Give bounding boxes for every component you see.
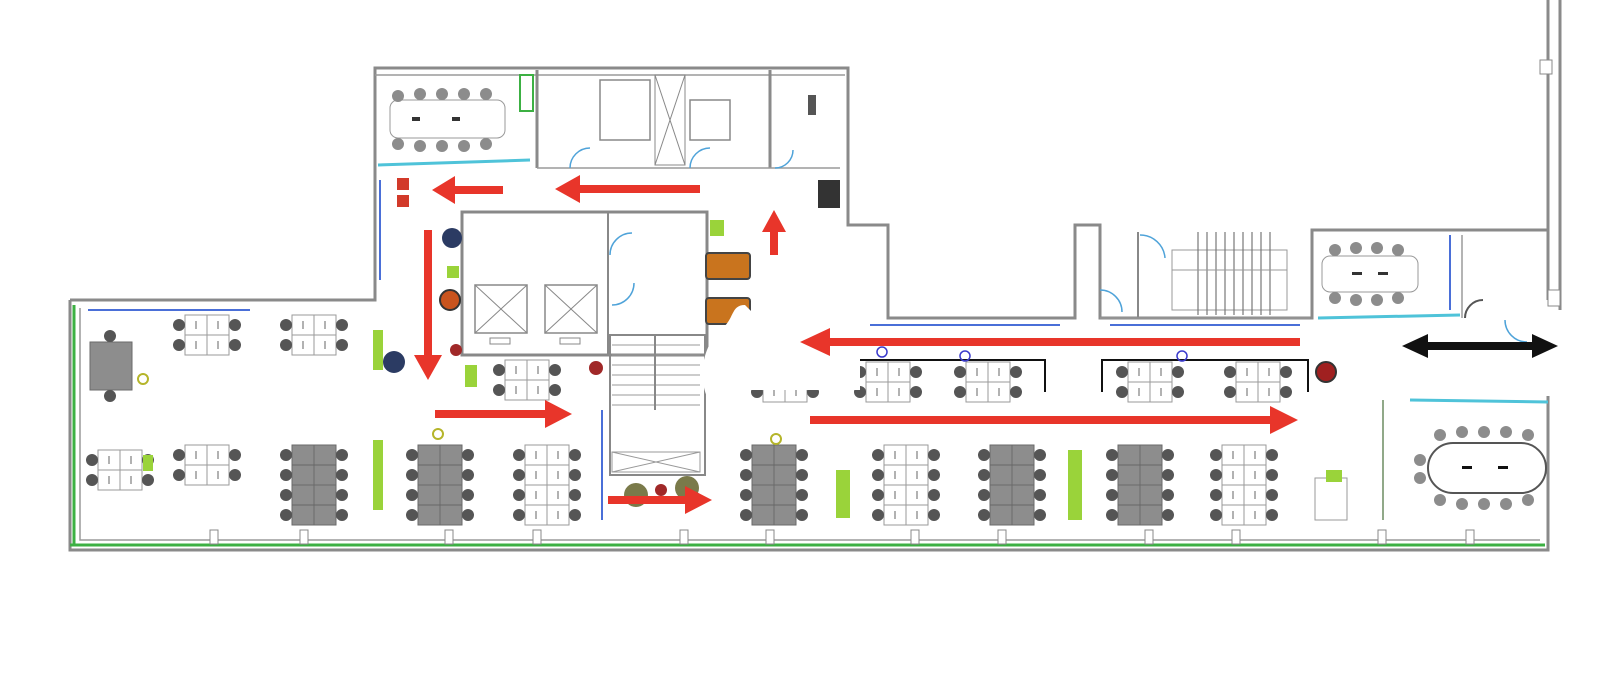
plant-icon bbox=[373, 440, 383, 510]
plant-icon bbox=[143, 455, 153, 471]
exterior-walls bbox=[68, 0, 1562, 552]
elevator-core bbox=[460, 210, 709, 357]
arrow-right-icon bbox=[810, 406, 1298, 434]
two-way-arrow-icon bbox=[1402, 334, 1558, 358]
arrow-left-icon bbox=[555, 175, 700, 203]
plants bbox=[143, 220, 1342, 520]
glass-partitions bbox=[88, 180, 1549, 520]
plant-icon bbox=[465, 365, 477, 387]
meeting-table-oval bbox=[1414, 426, 1547, 510]
meeting-table-top-right bbox=[1317, 235, 1528, 343]
plant-icon bbox=[1326, 470, 1342, 482]
center-occlusion bbox=[702, 254, 872, 420]
arrow-right-icon bbox=[608, 486, 712, 514]
east-stairs bbox=[1099, 232, 1310, 319]
arrow-down-icon bbox=[414, 230, 442, 380]
column-marks bbox=[209, 529, 1475, 545]
plant-icon bbox=[1068, 450, 1082, 520]
arrow-left-icon bbox=[800, 328, 1300, 356]
arrow-up-icon bbox=[762, 210, 786, 255]
plant-icon bbox=[710, 220, 724, 236]
workstations-north bbox=[89, 314, 1293, 403]
stairs-icon bbox=[609, 334, 706, 476]
arrow-right-icon bbox=[435, 400, 572, 428]
top-rooms bbox=[375, 70, 845, 169]
plant-icon bbox=[447, 266, 459, 278]
plant-icon bbox=[836, 470, 850, 518]
circulation-arrows bbox=[414, 175, 1558, 514]
meeting-table-top-left bbox=[389, 88, 506, 152]
arrow-left-icon bbox=[432, 176, 503, 204]
plant-icon bbox=[373, 330, 383, 370]
workstations-south bbox=[85, 444, 1348, 526]
elevator-icon bbox=[474, 284, 598, 345]
